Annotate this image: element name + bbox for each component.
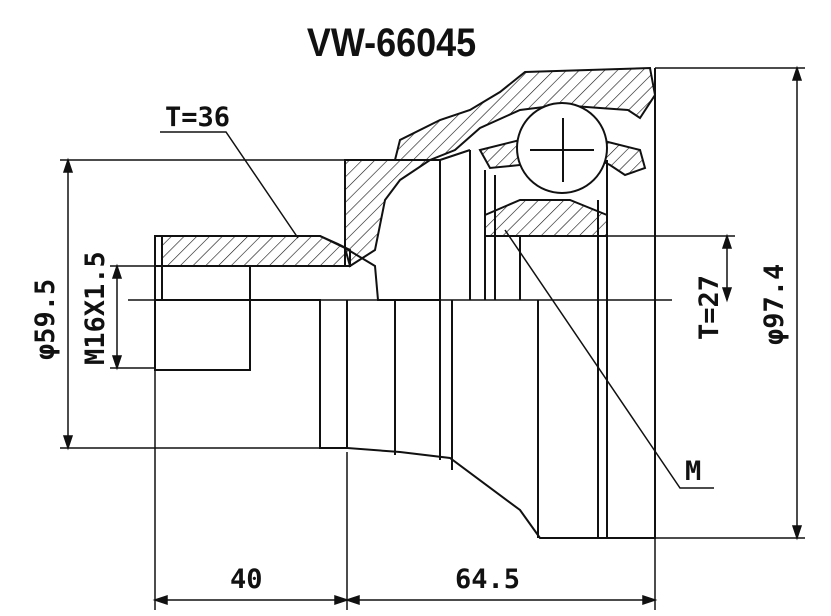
ball-element	[516, 102, 608, 194]
length-left-label: 40	[230, 564, 263, 595]
thread-teeth-label: T=36	[165, 102, 230, 133]
leader-lines	[160, 131, 714, 489]
joint-body-lower	[154, 299, 656, 539]
marker-label: M	[685, 456, 701, 487]
joint-body-upper-section	[154, 66, 657, 301]
dimension-lines	[60, 65, 805, 610]
thread-spec-label: M16X1.5	[80, 251, 111, 365]
length-right-label: 64.5	[455, 564, 520, 595]
part-number-title: VW-66045	[307, 21, 476, 65]
outer-diameter-label: φ59.5	[30, 279, 61, 360]
housing-diameter-label: φ97.4	[759, 264, 790, 345]
inner-teeth-label: T=27	[694, 275, 725, 340]
